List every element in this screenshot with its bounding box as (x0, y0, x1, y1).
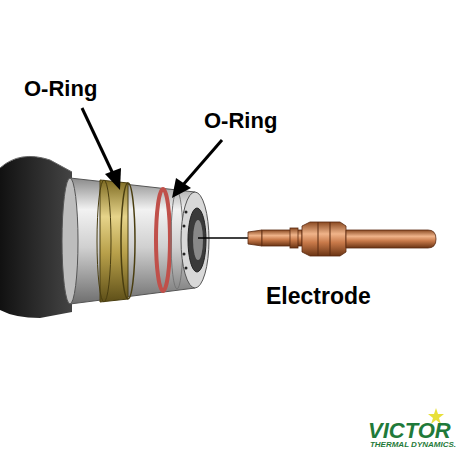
part-label: Electrode (266, 283, 371, 310)
logo-subtext: THERMAL DYNAMICS. (370, 440, 456, 449)
part-label: O-Ring (24, 76, 97, 102)
part-label: O-Ring (204, 108, 277, 134)
